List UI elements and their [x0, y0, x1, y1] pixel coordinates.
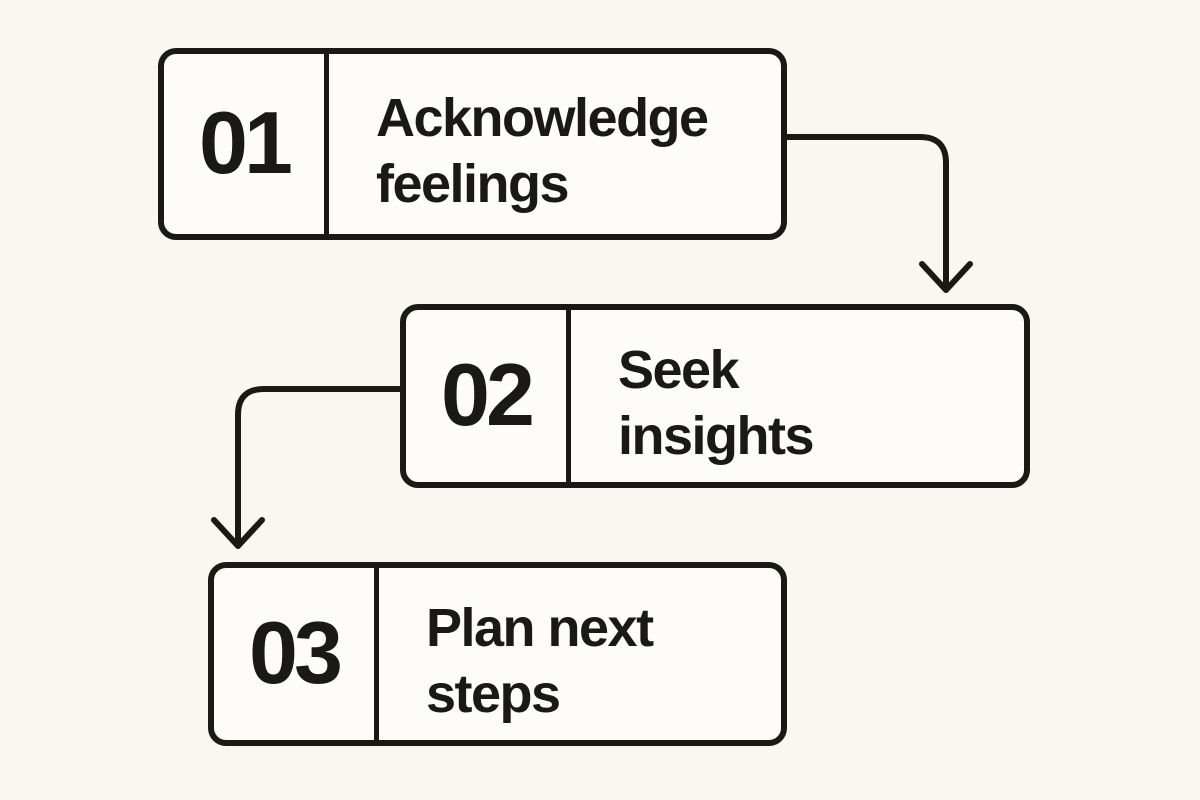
step-2-label: Seek insights: [571, 310, 1024, 482]
step-1-number: 01: [164, 54, 329, 234]
step-title-line: Acknowledge: [376, 88, 709, 149]
step-title-line: Seek: [618, 340, 740, 401]
step-box-3: 03 Plan next steps: [208, 562, 787, 746]
step-number-text: 01: [199, 93, 293, 192]
connector-line-2: [235, 386, 400, 544]
step-2-number: 02: [406, 310, 571, 482]
arrowhead-down-icon: [919, 261, 973, 293]
step-title-line: feelings: [376, 154, 570, 214]
step-title-line: steps: [426, 664, 561, 724]
step-box-2: 02 Seek insights: [400, 304, 1030, 488]
step-number-text: 03: [249, 603, 343, 702]
connector-line-1: [787, 134, 949, 288]
connector-step2-to-step3: [211, 386, 400, 549]
step-title-line: insights: [618, 406, 815, 466]
step-box-1: 01 Acknowledge feelings: [158, 48, 787, 240]
step-title-line: Plan next: [426, 598, 654, 659]
connector-step1-to-step2: [787, 134, 973, 293]
step-3-label: Plan next steps: [379, 568, 781, 740]
step-3-number: 03: [214, 568, 379, 740]
step-1-label: Acknowledge feelings: [329, 54, 781, 234]
arrowhead-down-icon: [211, 517, 265, 549]
step-number-text: 02: [441, 345, 535, 444]
